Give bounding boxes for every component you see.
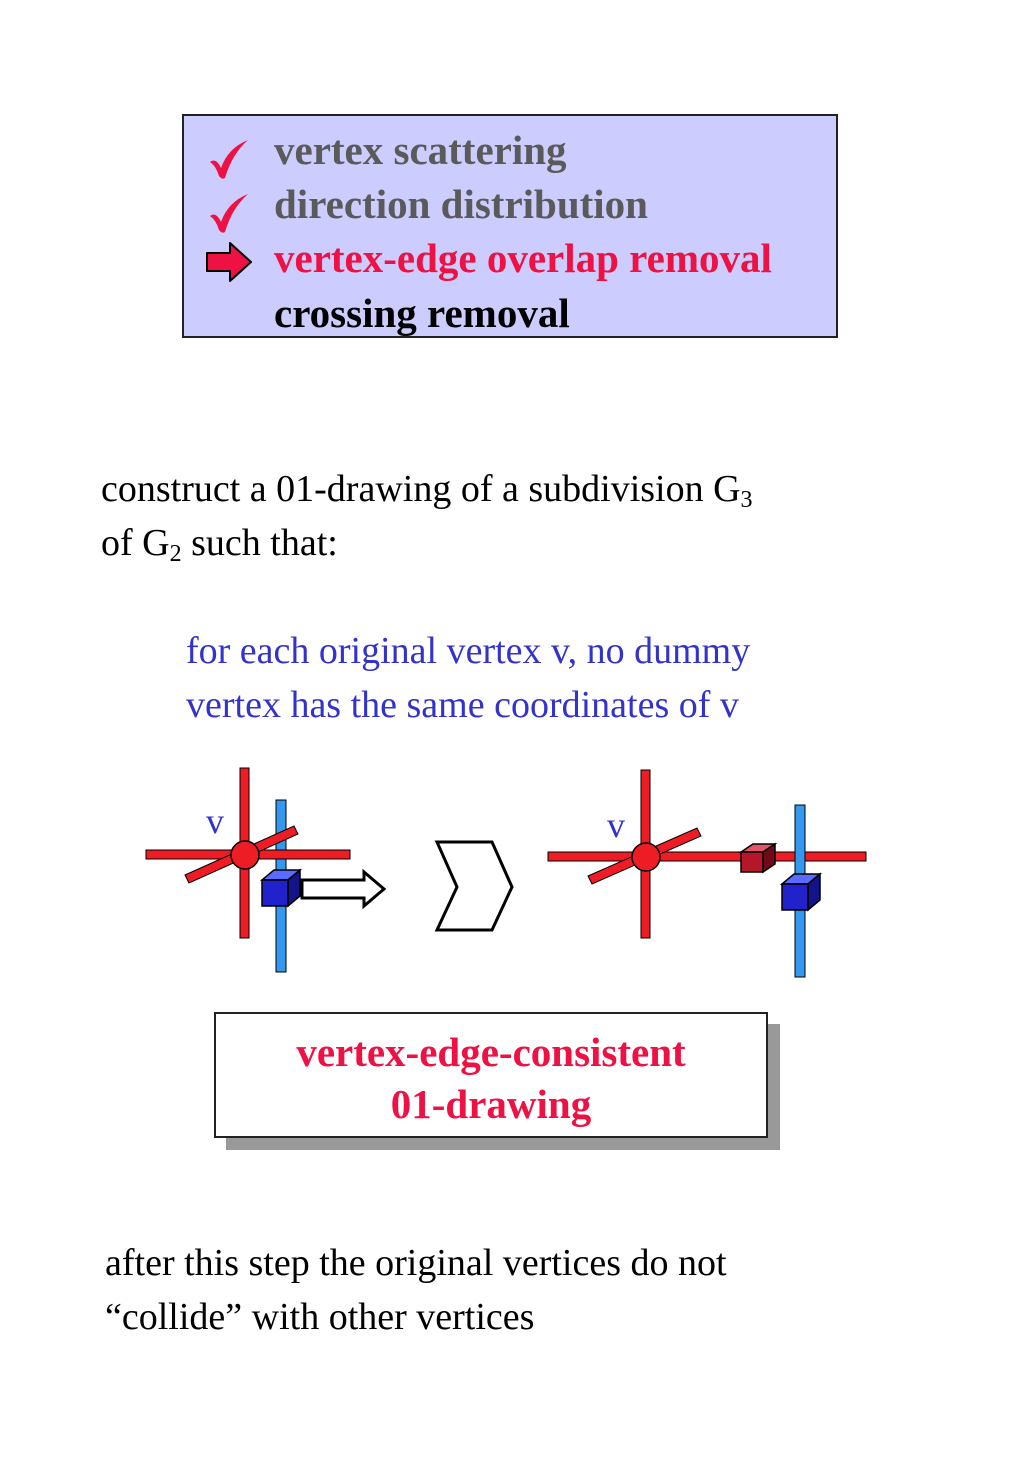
subscript: 2 bbox=[169, 541, 182, 567]
condition-line-2: vertex has the same coordinates of v bbox=[186, 684, 739, 726]
vertex-label-v: v bbox=[607, 805, 625, 845]
transformation-diagram: v v bbox=[145, 767, 867, 978]
result-line-1: vertex-edge-consistent bbox=[296, 1029, 686, 1075]
arrow-right-icon bbox=[206, 242, 252, 282]
intro-line-1: construct a 01-drawing of a subdivision … bbox=[101, 468, 753, 513]
conclusion-line-2: “collide” with other vertices bbox=[105, 1296, 535, 1338]
step-vertex-scattering: vertex scattering bbox=[274, 127, 567, 173]
step-direction-distribution: direction distribution bbox=[274, 181, 648, 227]
red-horizontal-edge bbox=[547, 851, 867, 862]
result-box: vertex-edge-consistent 01-drawing bbox=[214, 1012, 768, 1138]
original-vertex-v bbox=[631, 842, 661, 872]
after-configuration bbox=[547, 769, 867, 978]
vertex-label-v: v bbox=[206, 801, 224, 841]
step-vertex-edge-overlap-removal: vertex-edge overlap removal bbox=[274, 235, 772, 281]
dummy-vertex-cube bbox=[259, 868, 303, 908]
move-arrow-icon bbox=[300, 868, 387, 910]
dummy-vertex-red-cube bbox=[738, 842, 778, 874]
condition-line-1: for each original vertex v, no dummy bbox=[186, 630, 751, 672]
result-line-2: 01-drawing bbox=[390, 1081, 592, 1127]
transition-chevron-icon bbox=[434, 840, 514, 932]
algorithm-steps-box: vertex scattering direction distribution… bbox=[182, 114, 838, 338]
before-configuration bbox=[145, 767, 387, 973]
subscript: 3 bbox=[740, 487, 753, 513]
step-crossing-removal: crossing removal bbox=[274, 290, 570, 336]
intro-line-2: of G2 such that: bbox=[101, 522, 338, 567]
checkmark-icon bbox=[210, 194, 248, 233]
conclusion-line-1: after this step the original vertices do… bbox=[105, 1242, 727, 1284]
checkmark-icon bbox=[210, 140, 248, 179]
original-vertex-v bbox=[230, 840, 260, 870]
dummy-vertex-cube bbox=[779, 872, 823, 912]
